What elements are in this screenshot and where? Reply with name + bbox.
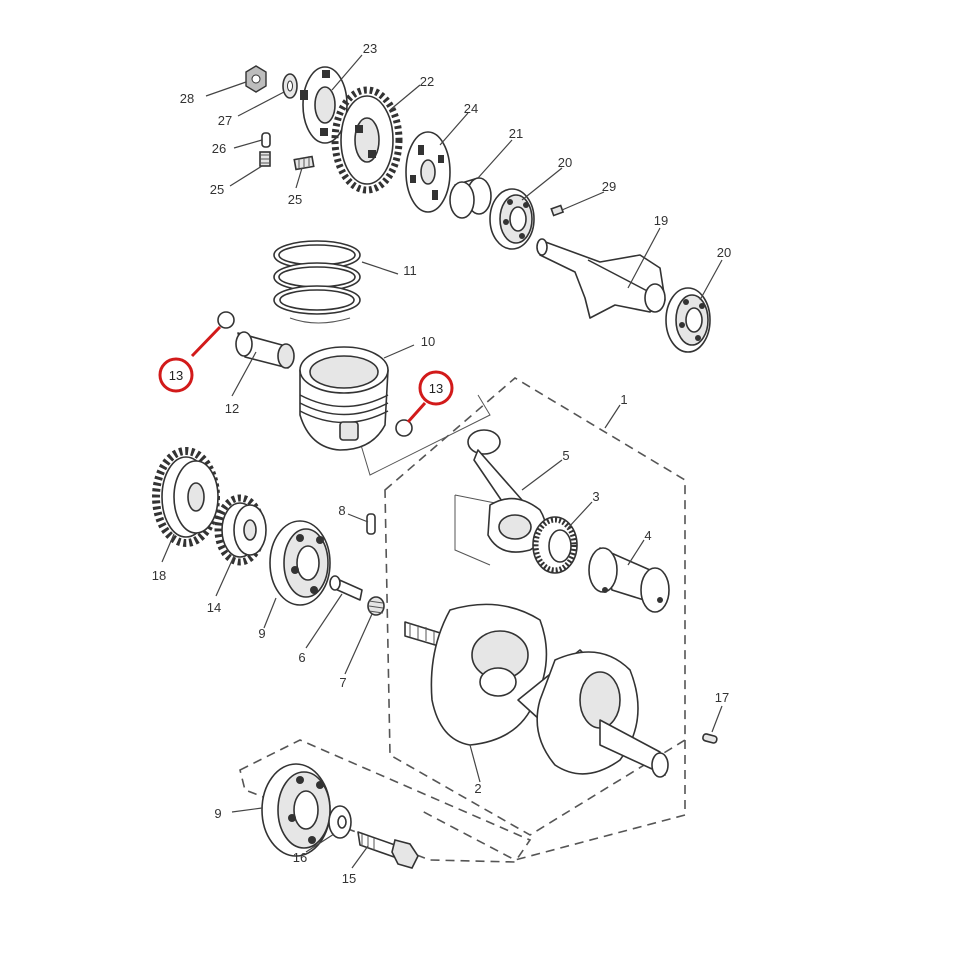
- part-25-spring-a: [259, 151, 271, 167]
- callout-8: 8: [338, 503, 345, 518]
- part-15-bolt: [357, 831, 419, 869]
- part-22-gear: [331, 86, 403, 194]
- part-3-needle-bearing: [532, 516, 578, 574]
- part-10-piston: [299, 346, 389, 451]
- callout-13-right: 13: [429, 381, 443, 396]
- part-19-balancer-shaft: [536, 238, 666, 319]
- part-26-pin: [261, 132, 271, 148]
- part-20-bearing-right: [665, 287, 711, 353]
- callout-labels: 23 22 28 24 27 21 26 20 25 29 25 19 20 1…: [152, 41, 731, 886]
- part-28-nut: [245, 65, 267, 93]
- part-2-crankshaft: [404, 603, 669, 778]
- part-21-bush: [449, 177, 492, 219]
- part-24-disc: [405, 131, 451, 213]
- callout-6: 6: [298, 650, 305, 665]
- callout-2: 2: [474, 781, 481, 796]
- part-4-crank-pin: [588, 547, 670, 613]
- callout-11: 11: [403, 263, 417, 278]
- callout-3: 3: [592, 489, 599, 504]
- callout-29: 29: [602, 179, 616, 194]
- callout-17: 17: [715, 690, 729, 705]
- callout-26: 26: [212, 141, 226, 156]
- part-25-spring-b: [293, 155, 315, 171]
- part-20-bearing-top: [489, 188, 535, 250]
- part-5-connecting-rod: [467, 429, 547, 553]
- part-14-gear: [214, 494, 267, 566]
- part-9-bearing-upper: [269, 520, 331, 606]
- part-18-gear: [152, 447, 220, 547]
- part-6-bolt: [329, 575, 363, 601]
- callout-23: 23: [363, 41, 377, 56]
- callout-21: 21: [509, 126, 523, 141]
- callout-15: 15: [342, 871, 356, 886]
- piston-pin-guide: [354, 394, 491, 476]
- callout-16: 16: [293, 850, 307, 865]
- callout-19: 19: [654, 213, 668, 228]
- callout-7: 7: [339, 675, 346, 690]
- callout-18: 18: [152, 568, 166, 583]
- part-8-pin: [366, 513, 376, 535]
- callout-9-upper: 9: [258, 626, 265, 641]
- leader-lines: [161, 54, 723, 869]
- callout-9-lower: 9: [214, 806, 221, 821]
- callout-1: 1: [620, 392, 627, 407]
- highlight-callout-13-right: [406, 370, 454, 424]
- callout-12: 12: [225, 401, 239, 416]
- callout-4: 4: [644, 528, 651, 543]
- part-23-plate: [300, 66, 348, 144]
- part-13-clip-left: [217, 311, 235, 329]
- part-17-key: [702, 733, 718, 744]
- callout-25-left: 25: [210, 182, 224, 197]
- part-27-washer: [282, 73, 298, 99]
- assembly-box-crankshaft: [384, 377, 686, 861]
- callout-25-right: 25: [288, 192, 302, 207]
- callout-13-left: 13: [169, 368, 183, 383]
- part-29-key: [550, 204, 565, 217]
- part-12-piston-pin: [235, 331, 295, 369]
- callout-22: 22: [420, 74, 434, 89]
- part-7-spring: [367, 596, 385, 616]
- callout-24: 24: [464, 101, 478, 116]
- part-9-bearing-lower: [261, 763, 331, 857]
- assembly-box-bearing-bolt: [239, 739, 532, 863]
- callout-27: 27: [218, 113, 232, 128]
- part-13-clip-right: [395, 419, 413, 437]
- part-11-piston-rings: [273, 240, 361, 324]
- callout-28: 28: [180, 91, 194, 106]
- callout-5: 5: [562, 448, 569, 463]
- callout-20-right: 20: [717, 245, 731, 260]
- highlight-callout-13-left: [158, 325, 222, 393]
- callout-14: 14: [207, 600, 221, 615]
- callout-20-top: 20: [558, 155, 572, 170]
- callout-10: 10: [421, 334, 435, 349]
- part-16-washer: [328, 805, 352, 839]
